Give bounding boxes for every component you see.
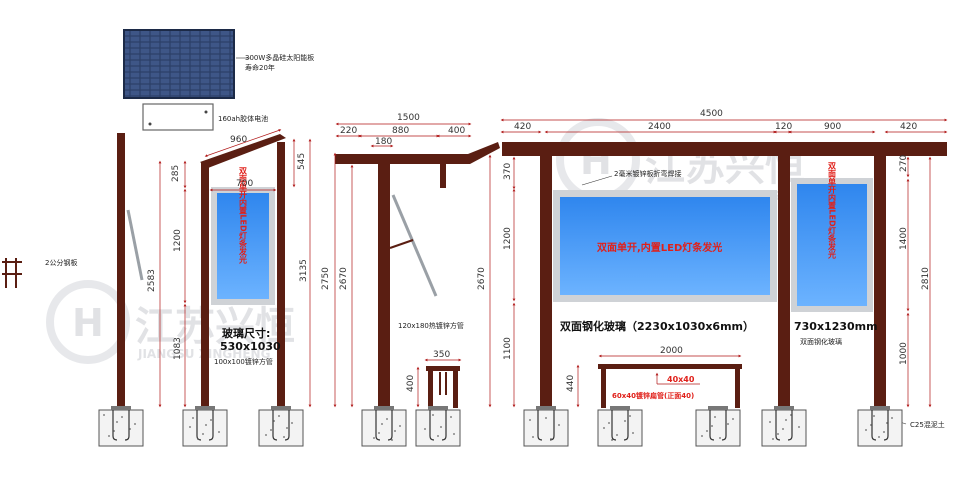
dim-bench-350: 350 (433, 350, 450, 360)
watermark-logo-h: H (72, 301, 104, 345)
dim-v2-220: 220 (340, 126, 357, 136)
small-board: 双面单开内置LED灯条发光 (200, 134, 286, 408)
front-structure (502, 142, 947, 408)
glass-right-name: 双面钢化玻璃 (800, 337, 842, 346)
foundation-block (258, 406, 304, 447)
dim-bench-400: 400 (406, 375, 416, 392)
dim-v3-1400: 1400 (899, 227, 909, 250)
battery (142, 103, 214, 131)
dim-v1-2583: 2583 (147, 269, 157, 292)
note-solar-panel: 300W多晶硅太阳能板 (245, 53, 314, 62)
view1-dims: 960 700 285 1200 1083 2583 545 3135 (147, 129, 312, 408)
glass-main-label: 双面钢化玻璃（2230x1030x6mm） (560, 319, 754, 333)
note-concrete: C25混泥土 (910, 420, 945, 429)
foundation-block (98, 406, 144, 447)
foundation-block (415, 406, 461, 447)
solar-panel (123, 29, 235, 99)
dim-v2-2670: 2670 (339, 267, 349, 290)
dim-v1-3135: 3135 (299, 259, 309, 282)
dim-v3-420b: 420 (900, 122, 917, 132)
dim-v3-1100: 1100 (503, 337, 513, 360)
dim-v3-2000: 2000 (660, 346, 683, 356)
dim-v3-2400: 2400 (648, 122, 671, 132)
side-board-glass (797, 184, 867, 306)
watermark-cn-left: 江苏兴恒 (135, 304, 295, 350)
foundation-block (361, 406, 407, 447)
foundation-block (182, 406, 228, 447)
small-board-glass (217, 193, 269, 299)
post-3 (874, 156, 886, 408)
watermark-left: H 江苏兴恒 JIANGSU XINGHENG (46, 280, 295, 364)
top-beam (502, 142, 947, 156)
view3-dims: 4500 420 2400 120 900 420 2670 370 1200 … (477, 109, 948, 408)
led-vertical-left: 双面单开内置LED灯条发光 (238, 166, 248, 264)
foundations (98, 406, 903, 447)
glass-right-size: 730x1230mm (794, 320, 878, 333)
foundation-block (597, 406, 643, 447)
dim-v3-440: 440 (566, 375, 576, 392)
post-1 (540, 156, 552, 408)
foundation-block (761, 406, 807, 447)
foundation-block (695, 406, 741, 447)
dim-v1-1200: 1200 (173, 229, 183, 252)
dim-v2-1500: 1500 (397, 113, 420, 123)
dim-v2-2750: 2750 (321, 267, 331, 290)
dim-v3-420a: 420 (514, 122, 531, 132)
dim-v3-270: 270 (899, 155, 909, 172)
plate-weld-leader (581, 175, 613, 186)
t-post (335, 142, 500, 408)
side-post (117, 133, 125, 408)
dim-v1-285: 285 (171, 165, 181, 182)
post-2 (778, 156, 790, 408)
bench-side: 350 400 (406, 350, 462, 408)
note-solar-life: 寿命20年 (245, 63, 275, 72)
dim-v3-370: 370 (503, 163, 513, 180)
led-main-text: 双面单开,内置LED灯条发光 (597, 241, 722, 254)
note-bench-40: 40x40 (667, 375, 695, 384)
view2-dims: 1500 220 880 400 180 2750 2670 (321, 113, 472, 408)
dim-v1-700: 700 (236, 179, 253, 189)
dim-v3-2810: 2810 (921, 267, 931, 290)
dim-v1-960: 960 (230, 135, 247, 145)
note-flat-pipe: 60x40镀锌扁管(正面40) (612, 391, 694, 400)
dim-v3-4500: 4500 (700, 109, 723, 119)
note-pipe-100: 100x100镀锌方管 (214, 357, 273, 366)
note-plate-weld: 2毫米镀锌板折弯焊接 (614, 169, 681, 178)
side-panel-edge (126, 209, 144, 281)
dim-v2-180: 180 (375, 137, 392, 147)
dim-v3-120: 120 (775, 122, 792, 132)
note-battery: 160ah胶体电池 (218, 114, 268, 123)
dim-v2-400: 400 (448, 126, 465, 136)
main-board-glass (560, 197, 770, 295)
glass-left-size: 530x1030 (220, 340, 281, 353)
glass-left-title: 玻璃尺寸: (222, 326, 270, 340)
led-vertical-right: 双面单开内置LED灯条发光 (827, 161, 837, 259)
note-steel-plate: 2公分钢板 (45, 258, 77, 267)
steel-plate-icon (2, 258, 22, 288)
dim-v2-880: 880 (392, 126, 409, 136)
dim-v3-900: 900 (824, 122, 841, 132)
dim-v3-1200: 1200 (503, 227, 513, 250)
dim-v1-545: 545 (297, 153, 307, 170)
dim-v1-1083: 1083 (173, 337, 183, 360)
note-pipe-120: 120x180热镀锌方管 (398, 321, 464, 330)
bench-front: 2000 40x40 60x40镀锌扁管(正面40) 440 (566, 346, 742, 408)
dim-v3-1000: 1000 (899, 342, 909, 365)
dim-v3-2670: 2670 (477, 267, 487, 290)
foundation-block (857, 406, 903, 447)
foundation-block (523, 406, 569, 447)
